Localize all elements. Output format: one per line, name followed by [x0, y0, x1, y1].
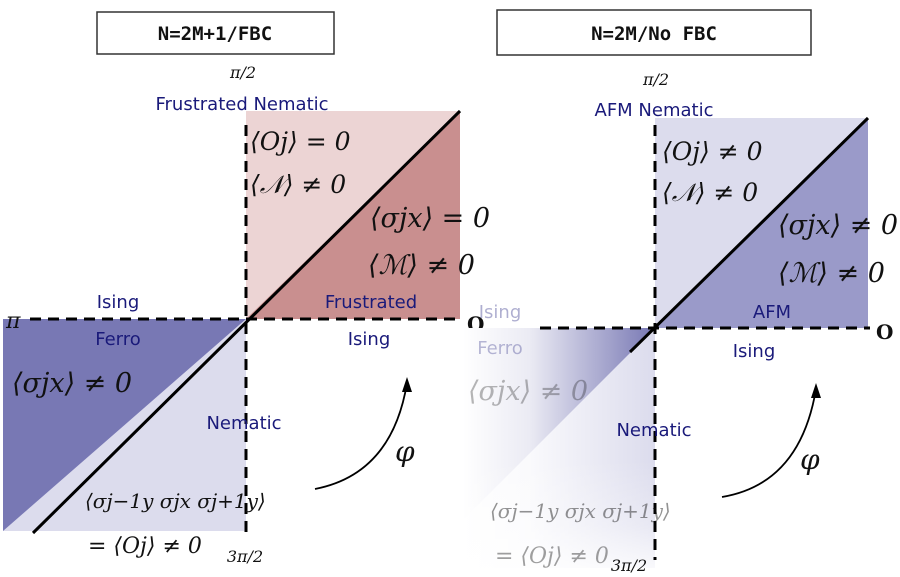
right-phase-ising-right: Ising	[733, 341, 776, 362]
left-eq-nematic-order: ⟨𝒩⟩ ≠ 0	[250, 170, 346, 199]
left-region-ising-ferro	[3, 319, 246, 531]
left-eq-magnetization: ⟨ℳ⟩ ≠ 0	[368, 250, 475, 281]
left-eq-oj: ⟨Oj⟩ = 0	[250, 127, 351, 156]
right-eq-oj-nonzero: = ⟨Oj⟩ ≠ 0	[495, 544, 609, 569]
right-eq-string-order: ⟨σj−1y σjx σj+1y⟩	[490, 499, 671, 523]
right-phase-ferro: Ferro	[477, 338, 523, 359]
left-phase-frustrated: Frustrated	[325, 292, 417, 313]
right-angle-zero: O	[876, 320, 893, 344]
right-eq-oj: ⟨Oj⟩ ≠ 0	[662, 137, 763, 166]
right-fade-overlay-bottom	[463, 460, 655, 570]
right-eq-nematic-order: ⟨𝒩⟩ ≠ 0	[662, 178, 758, 207]
right-title: N=2M/No FBC	[591, 23, 717, 45]
left-angle-pi-half: π/2	[229, 63, 256, 82]
right-phi-arrow	[721, 388, 817, 498]
left-phase-ising-right: Ising	[348, 329, 391, 350]
right-angle-three-pi-half: 3π/2	[611, 556, 647, 575]
left-eq-sigma-x-ferro: ⟨σjx⟩ ≠ 0	[12, 368, 132, 399]
right-eq-magnetization: ⟨ℳ⟩ ≠ 0	[778, 258, 885, 289]
right-phase-afm: AFM	[753, 302, 791, 323]
left-phi-arrowhead	[402, 377, 412, 392]
left-phi-label: φ	[395, 435, 415, 468]
left-eq-sigma-x: ⟨σjx⟩ = 0	[370, 203, 490, 234]
left-phase-ising: Ising	[97, 292, 140, 313]
left-phase-nematic: Nematic	[206, 413, 281, 434]
left-title-box	[96, 11, 335, 55]
left-angle-three-pi-half: 3π/2	[227, 547, 263, 566]
right-phi-label: φ	[800, 443, 820, 476]
right-phase-afm-nematic: AFM Nematic	[595, 100, 714, 121]
right-eq-sigma-x: ⟨σjx⟩ ≠ 0	[778, 210, 898, 241]
right-phase-ising: Ising	[479, 302, 522, 323]
right-diagram: N=2M/No FBC π/2 O 3π/2 AFM Nematic Ising…	[463, 9, 898, 575]
right-diagonal-line	[628, 116, 870, 354]
right-title-box	[496, 9, 812, 56]
left-diagonal-line	[31, 109, 462, 535]
left-phase-frustrated-nematic: Frustrated Nematic	[155, 94, 328, 115]
right-phase-nematic: Nematic	[616, 420, 691, 441]
left-diagram: N=2M+1/FBC π/2 π O 3π/2 Frustrated Nemat…	[3, 11, 490, 566]
right-eq-sigma-x-ferro: ⟨σjx⟩ ≠ 0	[468, 376, 588, 407]
left-title: N=2M+1/FBC	[158, 23, 272, 45]
left-eq-string-order: ⟨σj−1y σjx σj+1y⟩	[85, 489, 266, 513]
right-angle-pi-half: π/2	[642, 70, 669, 89]
left-phase-ferro: Ferro	[95, 329, 141, 350]
right-phi-arrowhead	[811, 383, 821, 398]
left-angle-pi: π	[5, 309, 21, 334]
left-eq-oj-nonzero: = ⟨Oj⟩ ≠ 0	[88, 534, 202, 559]
left-phi-arrow	[314, 382, 408, 490]
